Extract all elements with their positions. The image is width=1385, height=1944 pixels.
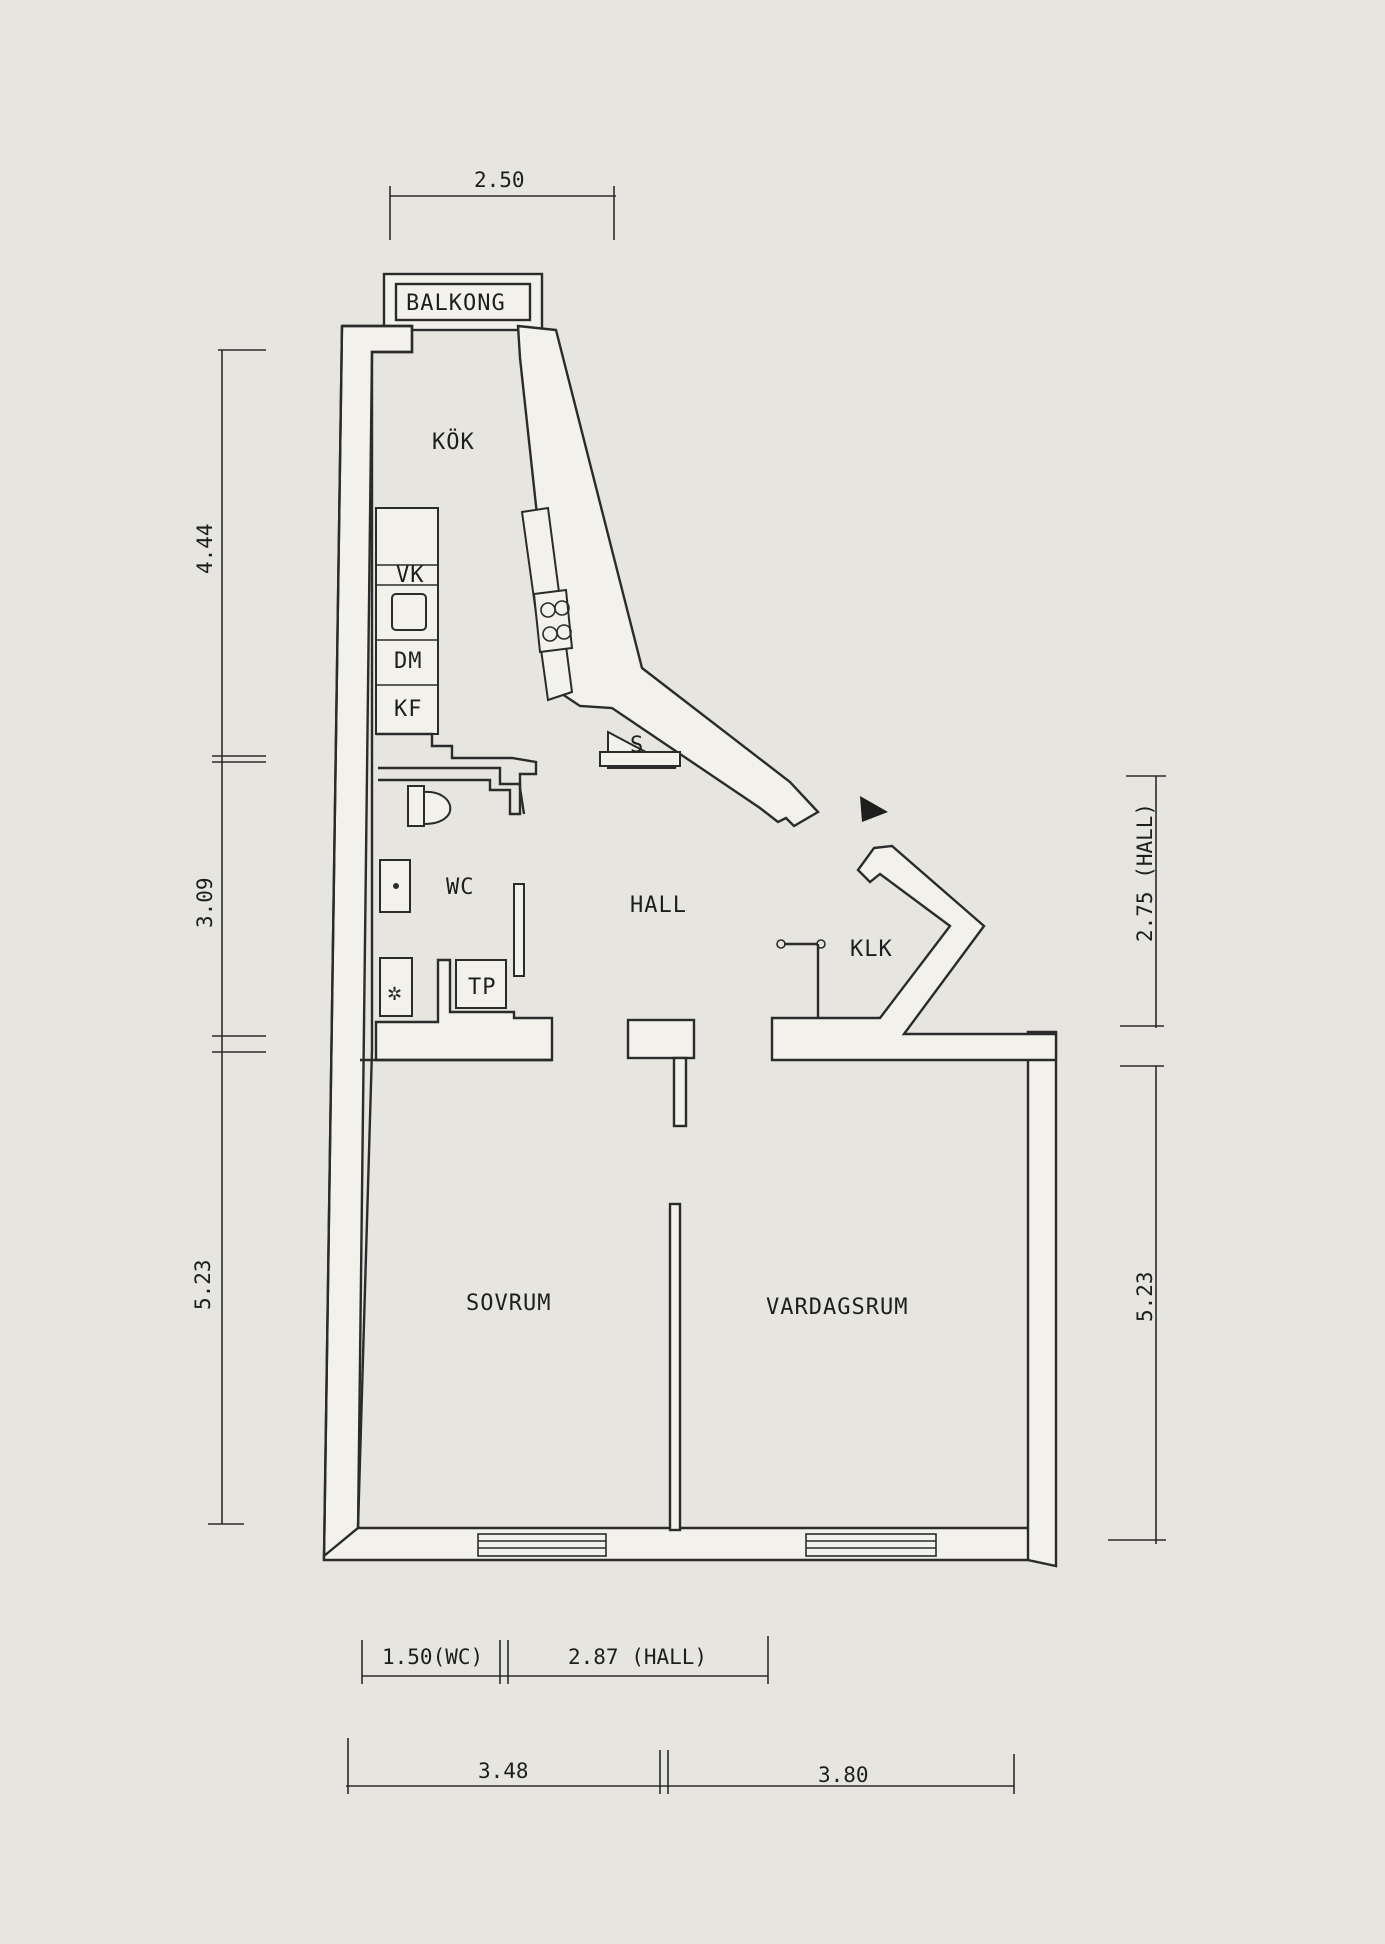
hall: [626, 796, 888, 1532]
label-s: S: [630, 733, 644, 758]
label-wc: WC: [446, 875, 475, 900]
balcony: [382, 272, 544, 332]
bedroom-living-divider: [668, 1202, 682, 1532]
tp-cabinet: [455, 959, 507, 1009]
window-living: [805, 1533, 937, 1557]
shower-icon: [379, 957, 413, 1017]
dim-right-hall: 2.75 (HALL): [1133, 803, 1157, 942]
dim-left-bedroom: 5.23: [191, 1259, 215, 1310]
outer-walls: [322, 324, 1058, 1568]
dim-top-width: 2.50: [474, 168, 525, 192]
closet-klk: [770, 844, 1058, 1062]
label-dm: DM: [394, 649, 423, 674]
dim-bottom-right: 3.80: [818, 1763, 869, 1787]
label-vardagsrum: VARDAGSRUM: [766, 1295, 908, 1320]
dim-left-wc: 3.09: [193, 877, 217, 928]
dim-left-kitchen: 4.44: [193, 523, 217, 574]
label-hall: HALL: [630, 893, 687, 918]
dim-bottom-wc: 1.50(WC): [382, 1645, 483, 1669]
central-column: [626, 1018, 696, 1060]
label-klk: KLK: [850, 937, 893, 962]
label-kok: KÖK: [432, 429, 475, 455]
kitchen: [375, 506, 681, 815]
label-sovrum: SOVRUM: [466, 1291, 551, 1316]
label-vk: VK: [396, 563, 425, 588]
label-kf: KF: [394, 697, 423, 722]
wc: ✲: [374, 766, 554, 1062]
dimension-lines: 2.50 4.44 3.09 5.23 2.75 (HALL) 5.23 1.5…: [191, 168, 1166, 1794]
toilet-icon: [407, 785, 452, 827]
label-tp: TP: [468, 975, 497, 1000]
room-labels: BALKONG KÖK VK DM KF S WC TP HALL KLK SO…: [394, 291, 908, 1320]
dim-bottom-hall: 2.87 (HALL): [568, 1645, 707, 1669]
window-bedroom: [477, 1533, 607, 1557]
svg-text:✲: ✲: [387, 984, 402, 1005]
entrance-arrow-icon: [860, 796, 888, 822]
sink-icon: [391, 593, 427, 631]
dim-bottom-left: 3.48: [478, 1759, 529, 1783]
dim-right-living: 5.23: [1133, 1271, 1157, 1322]
stove-icon: [532, 588, 574, 654]
label-balkong: BALKONG: [406, 291, 506, 316]
